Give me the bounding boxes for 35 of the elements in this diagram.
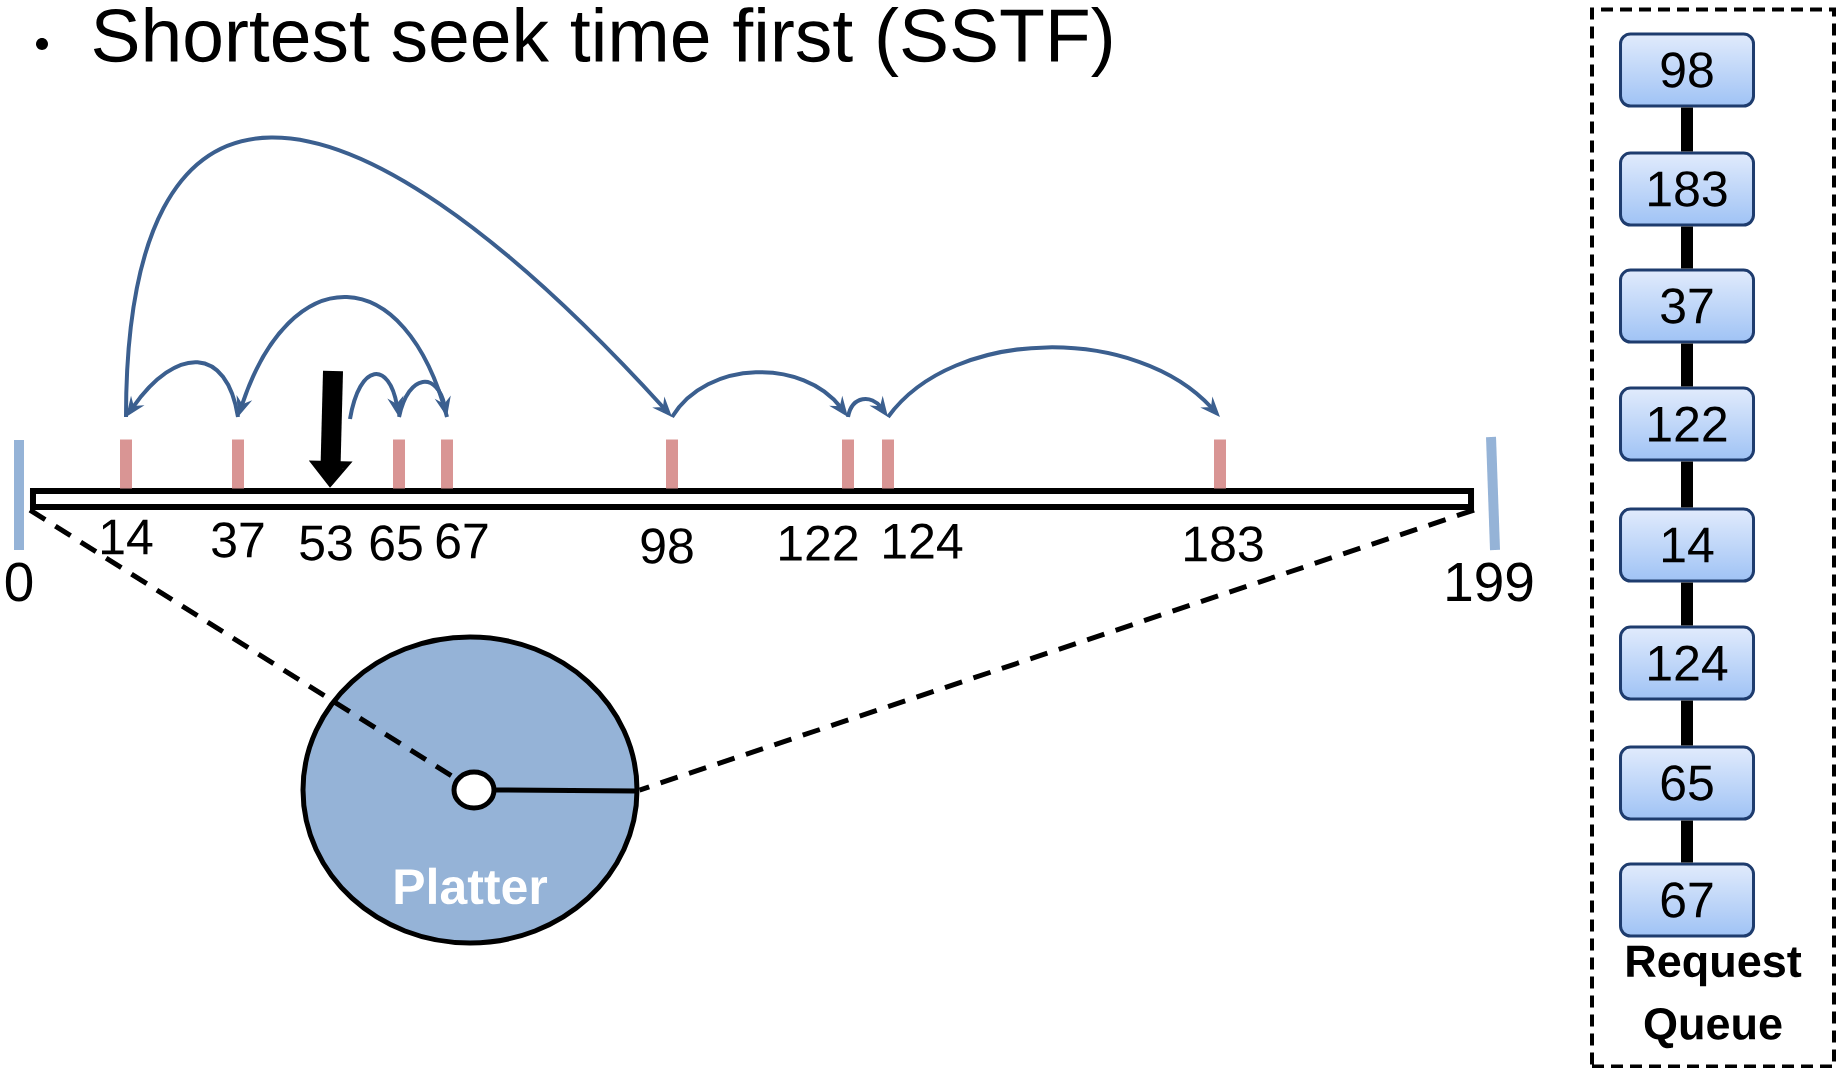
- queue-item: 65: [1619, 745, 1755, 821]
- queue-link: [1681, 582, 1693, 626]
- queue-item: 37: [1619, 268, 1755, 344]
- track-number: 183: [1185, 526, 1263, 562]
- seek-arc: [397, 380, 451, 418]
- queue-link: [1681, 226, 1693, 269]
- queue-item: 98: [1619, 32, 1755, 108]
- track-number: 98: [641, 528, 693, 564]
- track-number: 37: [212, 522, 264, 558]
- track-number: 199: [1447, 562, 1533, 602]
- queue-link: [1681, 461, 1693, 508]
- queue-item: 67: [1619, 862, 1755, 938]
- track-number: 124: [884, 523, 963, 559]
- queue-link: [1681, 107, 1693, 152]
- queue-item: 183: [1619, 151, 1755, 227]
- queue-item: 124: [1619, 625, 1755, 701]
- queue-item: 122: [1619, 386, 1755, 462]
- track-number: 122: [780, 525, 858, 561]
- track-bar: [30, 488, 1474, 510]
- seek-arc: [126, 360, 240, 418]
- track-number: 53: [300, 525, 352, 561]
- queue-link: [1681, 820, 1693, 863]
- track-number: 67: [436, 523, 488, 559]
- platter: Platter: [300, 634, 640, 946]
- title: Shortest seek time first (SSTF): [93, 7, 1111, 77]
- queue-link: [1681, 343, 1693, 387]
- track-number: 0: [5, 562, 33, 602]
- seek-arc: [348, 372, 404, 420]
- track-number: 14: [102, 519, 153, 555]
- spindle-hole: [451, 769, 497, 811]
- queue-link: [1681, 700, 1693, 746]
- seek-arc: [846, 395, 888, 418]
- track-number: 65: [370, 525, 422, 561]
- queue-item: 14: [1619, 507, 1755, 583]
- zoom-line: [638, 507, 1475, 793]
